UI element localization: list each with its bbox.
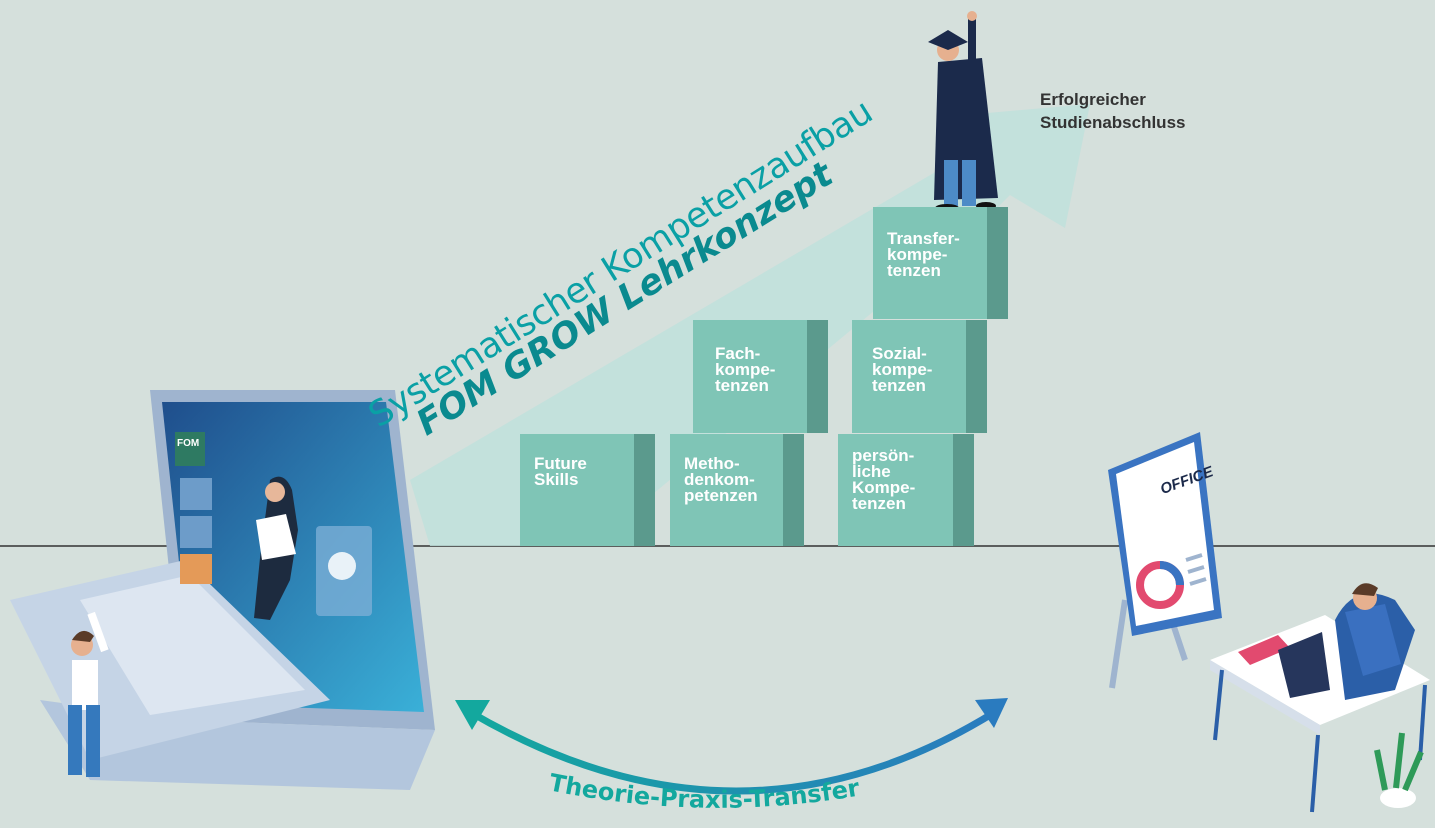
block-sozialkompetenzen: Sozial- kompe- tenzen bbox=[852, 320, 987, 433]
desk-illustration bbox=[1210, 583, 1430, 813]
block-label: Future Skills bbox=[534, 454, 587, 489]
transfer-arc-arrow bbox=[468, 708, 997, 795]
graduate-figure bbox=[928, 11, 998, 212]
block-future-skills: Future Skills bbox=[520, 434, 655, 546]
block-persoenliche-kompetenzen: persön- liche Kompe- tenzen bbox=[838, 434, 974, 546]
block-fachkompetenzen: Fach- kompe- tenzen bbox=[693, 320, 828, 433]
transfer-label: Theorie-Praxis-Transfer bbox=[547, 768, 862, 813]
block-label: Sozial- kompe- tenzen bbox=[872, 344, 933, 395]
laptop-illustration bbox=[10, 390, 435, 790]
block-label: Transfer- kompe- tenzen bbox=[887, 229, 960, 280]
block-label: persön- liche Kompe- tenzen bbox=[852, 446, 916, 513]
block-methodenkompetenzen: Metho- denkom- petenzen bbox=[670, 434, 804, 546]
office-board-illustration bbox=[1108, 432, 1222, 689]
student-figure bbox=[68, 611, 109, 777]
block-transferkompetenzen: Transfer- kompe- tenzen bbox=[873, 207, 1008, 319]
goal-label: Erfolgreicher Studienabschluss bbox=[1040, 90, 1186, 132]
block-label: Fach- kompe- tenzen bbox=[715, 344, 776, 395]
transfer-arrow-head-left bbox=[455, 700, 490, 730]
block-label: Metho- denkom- petenzen bbox=[684, 454, 758, 505]
screen-fom-logo: FOM bbox=[177, 438, 200, 449]
transfer-arrow-head-right bbox=[975, 698, 1008, 728]
